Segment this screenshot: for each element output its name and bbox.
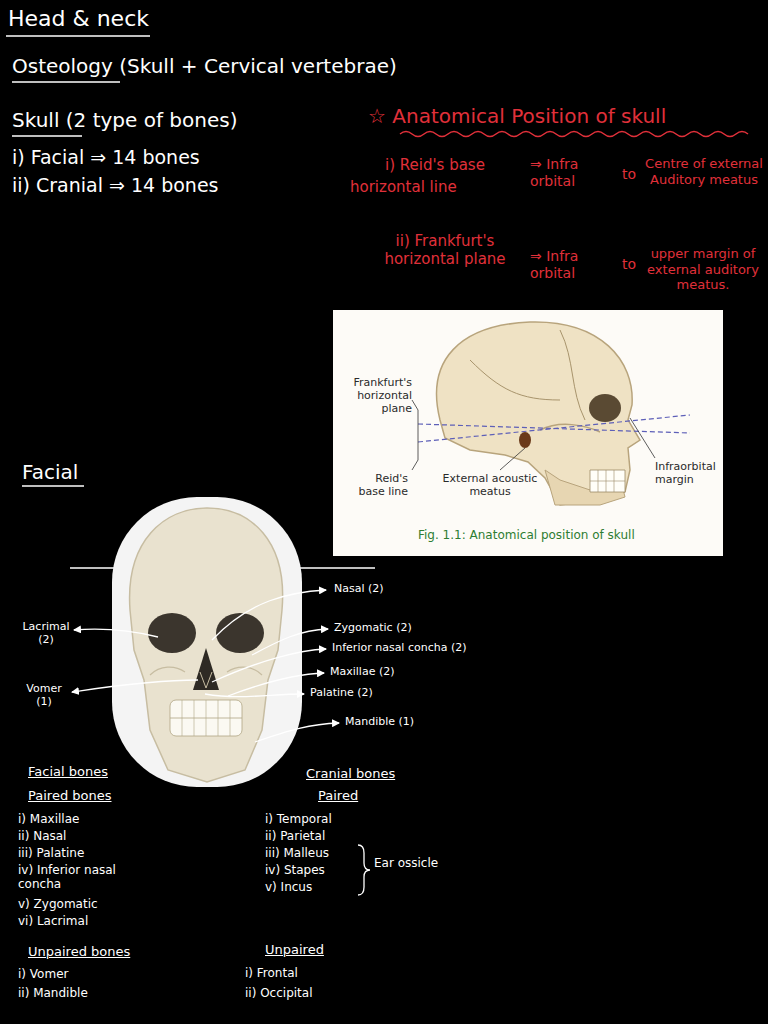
red-note: horizontal line <box>350 178 457 196</box>
red-note: to <box>622 166 636 183</box>
underline <box>6 35 150 37</box>
list-heading: Unpaired bones <box>28 944 130 960</box>
leader-line <box>418 410 419 460</box>
section-heading: Skull (2 type of bones) <box>12 108 238 132</box>
bone-label: Lacrimal (2) <box>20 620 72 646</box>
bone-label: Palatine (2) <box>310 686 373 699</box>
red-note: ⇒ Infra orbital <box>530 248 615 282</box>
section-heading: Facial <box>22 460 78 484</box>
list-item: i) Vomer <box>18 967 68 981</box>
bone-label: Mandible (1) <box>345 715 414 728</box>
figure-label: External acoustic meatus <box>440 472 540 498</box>
list-heading: Facial bones <box>28 764 108 780</box>
list-item: v) Zygomatic <box>18 897 98 911</box>
list-item: v) Incus <box>265 880 312 894</box>
underline <box>22 485 84 487</box>
figure-panel <box>333 310 723 556</box>
bone-label: Maxillae (2) <box>330 665 395 678</box>
red-note: to <box>622 256 636 273</box>
leader-line <box>630 418 655 458</box>
section-heading: Osteology (Skull + Cervical vertebrae) <box>12 54 397 78</box>
list-item: ii) Occipital <box>245 986 312 1000</box>
figure-label: Infraorbital margin <box>655 460 721 486</box>
bone-label: Inferior nasal concha (2) <box>332 641 467 654</box>
red-note: ⇒ Infra orbital <box>530 156 615 190</box>
leader-line <box>412 400 418 410</box>
list-item: ii) Mandible <box>18 986 88 1000</box>
wavy-underline <box>400 132 748 137</box>
list-item: ii) Parietal <box>265 829 325 843</box>
bone-label: Nasal (2) <box>334 582 384 595</box>
underline <box>12 135 82 137</box>
list-item: ii) Nasal <box>18 829 66 843</box>
leader-arrows <box>72 590 339 742</box>
list-heading: Cranial bones <box>306 766 395 782</box>
leader-line <box>412 460 418 470</box>
note-line: ii) Cranial ⇒ 14 bones <box>12 174 219 197</box>
lateral-skull <box>437 300 640 505</box>
list-heading: Paired bones <box>28 788 112 804</box>
list-heading: Unpaired <box>265 942 324 958</box>
list-heading: Paired <box>318 788 358 804</box>
red-note: upper margin of external auditory meatus… <box>643 246 763 293</box>
bone-label: Vomer (1) <box>20 682 68 708</box>
note-line: i) Facial ⇒ 14 bones <box>12 146 200 169</box>
list-item: i) Maxillae <box>18 812 79 826</box>
list-item: iii) Palatine <box>18 846 84 860</box>
figure-label: Frankfurt's horizontal plane <box>340 376 412 416</box>
list-item: i) Temporal <box>265 812 332 826</box>
list-item: vi) Lacrimal <box>18 914 88 928</box>
red-note: Centre of external Auditory meatus <box>645 156 763 187</box>
reid-line <box>418 415 690 442</box>
skull-halo <box>112 497 302 787</box>
red-note: ii) Frankfurt's horizontal plane <box>375 232 515 268</box>
red-note: i) Reid's base <box>385 156 485 174</box>
underline <box>12 81 120 83</box>
list-item: iv) Stapes <box>265 863 325 877</box>
red-heading: ☆ Anatomical Position of skull <box>368 104 666 128</box>
bracket-label: Ear ossicle <box>374 856 438 870</box>
list-item: i) Frontal <box>245 966 298 980</box>
list-item: iii) Malleus <box>265 846 329 860</box>
page-title: Head & neck <box>8 6 149 32</box>
bracket <box>358 845 370 895</box>
bone-label: Zygomatic (2) <box>334 621 412 634</box>
leader-line <box>500 448 525 470</box>
figure-label: Reid's base line <box>350 472 408 498</box>
figure-caption: Fig. 1.1: Anatomical position of skull <box>418 528 635 542</box>
list-item: iv) Inferior nasal concha <box>18 863 138 892</box>
